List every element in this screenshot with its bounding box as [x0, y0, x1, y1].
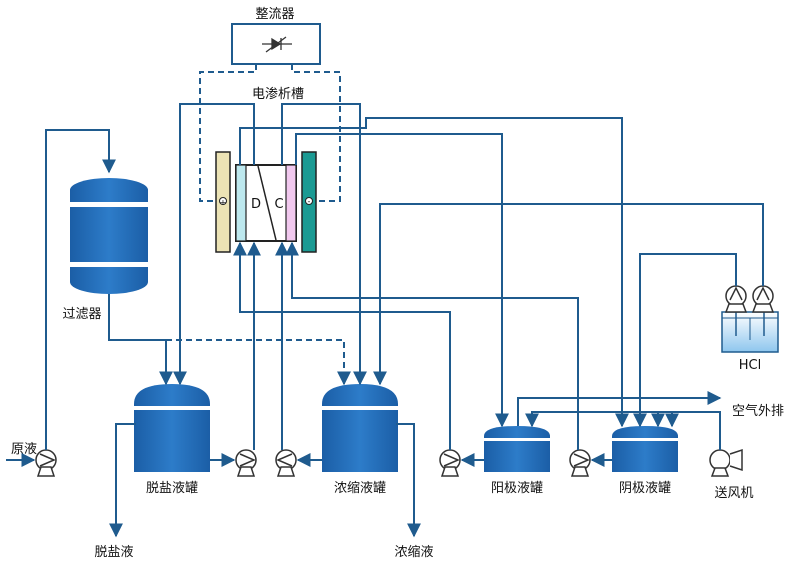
cell-label: 电渗析槽: [252, 87, 304, 102]
raw-to-filter-pipe: [45, 129, 116, 450]
anode-tank-label: 阳极液罐: [491, 481, 543, 496]
cathode-pump-icon: [569, 449, 591, 477]
cathode-terminal: [305, 197, 313, 205]
membrane-right: [285, 164, 297, 242]
cathode-tank-label: 阴极液罐: [619, 481, 671, 496]
hcl-to-cathode-pipe: [633, 253, 737, 428]
desalt-pump-icon: [235, 449, 257, 477]
desalt-product-label: 脱盐液: [94, 545, 133, 560]
anode-sign: +: [220, 198, 227, 207]
hcl-to-conc-pipe: [373, 203, 764, 386]
cathode-tank: [612, 426, 678, 472]
anode-to-cathode-tank-pipe: [239, 117, 629, 428]
conc-product-label: 浓缩液: [394, 544, 433, 560]
cathode-to-anode-tank-pipe: [295, 133, 509, 428]
anode-pump-to-cell-pipe: [233, 241, 451, 450]
air-vent-pipe: [517, 391, 722, 426]
filter-label: 过滤器: [62, 307, 101, 322]
conc-tank: [322, 384, 398, 472]
desalt-tank-label: 脱盐液罐: [146, 481, 198, 496]
cell-c-label: C: [274, 197, 283, 212]
anode-pump-icon: [439, 449, 461, 477]
cell-d-label: D: [251, 197, 261, 212]
hcl-pump-left-icon: [724, 285, 748, 313]
anode-tank: [484, 426, 550, 472]
filter-vessel: [70, 178, 148, 294]
raw-feed-label: 原液: [11, 442, 37, 457]
blower-to-cathode-tank-pipe-2: [658, 411, 679, 428]
filter-to-desalt-pipe: [108, 294, 173, 386]
cathode-sign: -: [308, 197, 311, 206]
cell-divider: [257, 165, 277, 241]
anode-terminal: [219, 197, 227, 205]
rectifier-symbol-icon: [262, 36, 292, 53]
blower-icon: [709, 448, 743, 477]
hcl-pump-right-icon: [751, 285, 775, 313]
blower-label: 送风机: [714, 486, 753, 501]
hcl-vessel: [721, 311, 779, 353]
desalt-product-outlet-pipe: [109, 423, 136, 538]
cell-to-desalt-return-pipe: [173, 103, 255, 386]
desalt-tank: [134, 384, 210, 472]
conc-pump-icon: [275, 449, 297, 477]
membrane-left: [235, 164, 247, 242]
blower-to-anode-tank-pipe: [525, 411, 721, 450]
air-vent-label: 空气外排: [732, 403, 784, 419]
cell-to-conc-return-pipe: [281, 103, 367, 386]
anode-power-lead: [199, 64, 257, 202]
hcl-label: HCl: [739, 358, 761, 373]
raw-feed-pump-icon: [35, 449, 57, 477]
rectifier-label: 整流器: [255, 7, 294, 22]
cathode-pump-to-cell-pipe: [285, 241, 579, 450]
cathode-power-lead: [291, 64, 341, 202]
conc-tank-label: 浓缩液罐: [334, 480, 386, 496]
conc-product-outlet-pipe: [396, 423, 421, 538]
